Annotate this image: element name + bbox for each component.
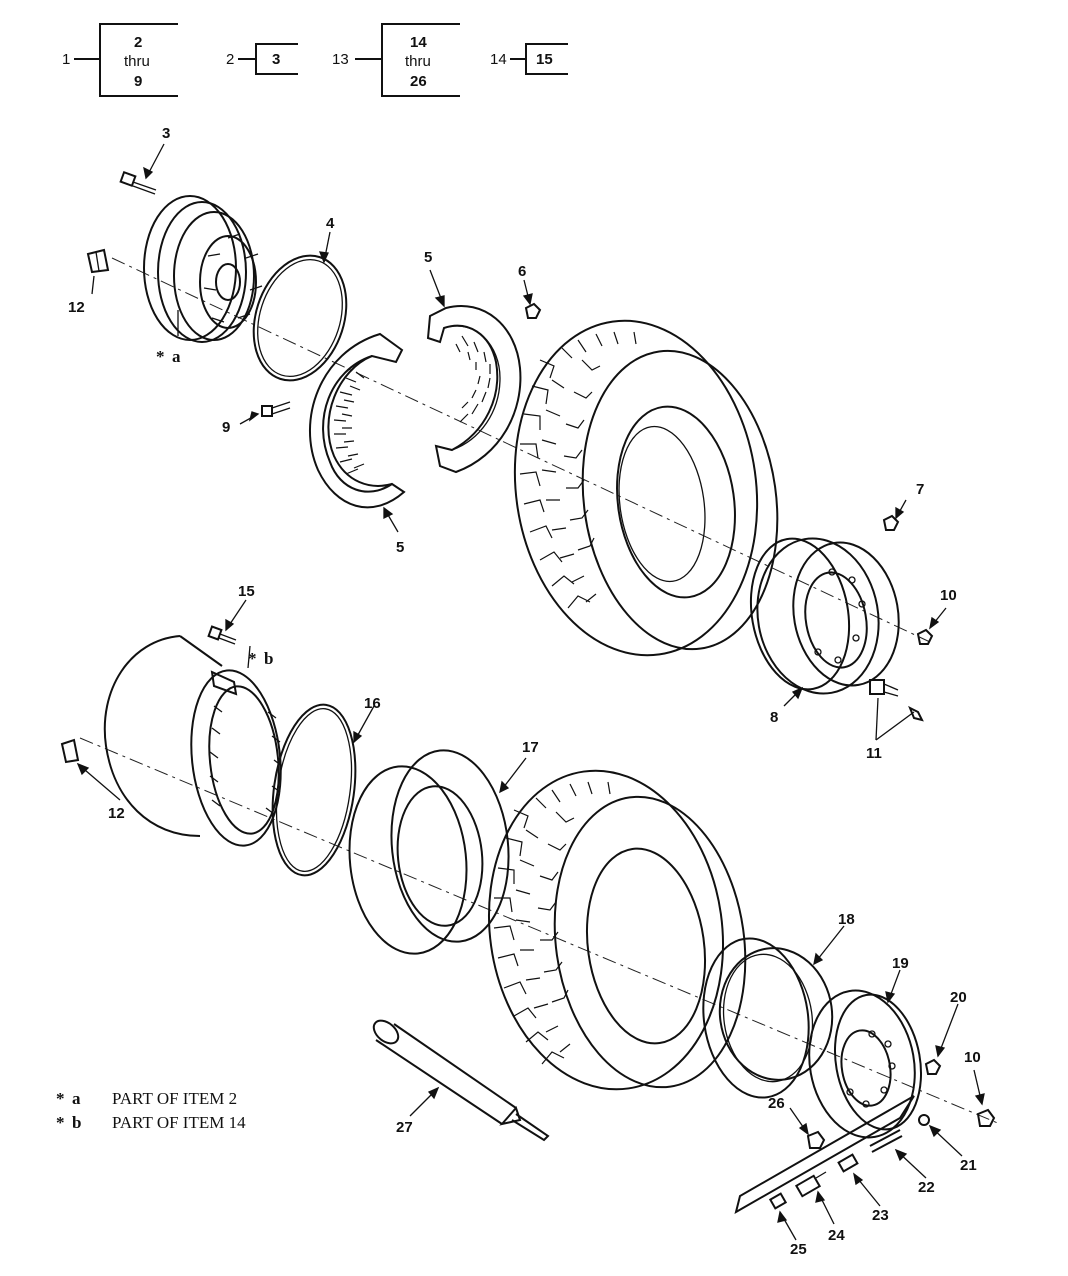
legend-parent-label: 2 <box>226 51 234 68</box>
callout-22: 22 <box>918 1179 935 1196</box>
lower-rim-half <box>103 635 283 847</box>
valve-assembly <box>734 1095 930 1215</box>
callout-20: 20 <box>950 989 967 1006</box>
callout-4: 4 <box>326 215 335 232</box>
lower-centerline <box>79 737 1001 1125</box>
legend-line: thru <box>124 53 150 70</box>
callout-15: 15 <box>238 583 255 600</box>
nut-7 <box>882 514 900 531</box>
wedge-12-upper <box>86 248 110 274</box>
note-a-text: PART OF ITEM 2 <box>112 1089 237 1108</box>
callout-24: 24 <box>828 1227 845 1244</box>
callout-5-lower: 5 <box>396 539 404 556</box>
callout-9: 9 <box>222 419 230 436</box>
callout-10-lower: 10 <box>964 1049 981 1066</box>
callout-12-upper: 12 <box>68 299 85 316</box>
callout-11: 11 <box>866 745 882 762</box>
legend-box-14: 14 15 <box>490 43 568 75</box>
bead-ring-18 <box>702 937 834 1099</box>
sealant-tube-27 <box>372 1019 550 1142</box>
o-ring-16 <box>271 703 357 877</box>
beadlock-half-right <box>426 305 522 474</box>
bolt-3 <box>119 170 157 195</box>
nut-10-upper <box>916 628 934 645</box>
mark-b-letter: b <box>264 649 273 668</box>
note-a-letter: a <box>72 1089 81 1108</box>
cap-21 <box>918 1114 930 1126</box>
callout-25: 25 <box>790 1241 807 1258</box>
callout-7: 7 <box>916 481 924 498</box>
callout-labels: 3 4 5 6 9 5 7 10 8 11 12 12 15 16 17 18 … <box>68 125 981 1258</box>
extension-22 <box>869 1129 903 1153</box>
callout-6: 6 <box>518 263 526 280</box>
note-b-letter: b <box>72 1113 81 1132</box>
note-b-star: * <box>56 1113 65 1132</box>
nut-20 <box>924 1058 942 1075</box>
legend-line: 9 <box>134 73 142 90</box>
callout-19: 19 <box>892 955 909 972</box>
callout-16: 16 <box>364 695 381 712</box>
legend-parent-label: 14 <box>490 51 507 68</box>
callout-8: 8 <box>770 709 778 726</box>
callout-10-upper: 10 <box>940 587 957 604</box>
cap-25 <box>768 1192 788 1210</box>
leader-lines <box>76 143 985 1241</box>
valve-9 <box>261 401 291 417</box>
callout-26: 26 <box>768 1095 785 1112</box>
mark-a-star: * <box>156 347 165 366</box>
note-a-star: * <box>56 1089 65 1108</box>
inner-rim-half <box>143 195 263 343</box>
outer-wheel-19 <box>808 989 923 1139</box>
valve-core-23 <box>837 1153 859 1173</box>
legend-line: thru <box>405 53 431 70</box>
outer-wheel-8 <box>749 537 900 695</box>
wedge-12-lower <box>60 738 80 764</box>
mark-a-letter: a <box>172 347 181 366</box>
legend-box-13: 13 14 thru 26 <box>332 23 460 97</box>
nut-26 <box>806 1130 826 1149</box>
upper-tire <box>513 319 779 657</box>
legend-line: 2 <box>134 34 142 51</box>
callout-23: 23 <box>872 1207 889 1224</box>
valve-stem-24 <box>794 1171 827 1198</box>
nut-10-lower <box>976 1108 996 1127</box>
upper-centerline <box>111 257 931 643</box>
callout-17: 17 <box>522 739 539 756</box>
note-b-text: PART OF ITEM 14 <box>112 1113 246 1132</box>
legend-line: 26 <box>410 73 427 90</box>
o-ring-4 <box>252 254 348 382</box>
callout-27: 27 <box>396 1119 413 1136</box>
legend-line: 14 <box>410 34 427 51</box>
callout-18: 18 <box>838 911 855 928</box>
callout-12-lower: 12 <box>108 805 125 822</box>
legend-box-1: 1 2 thru 9 <box>62 23 178 97</box>
beadlock-half-left <box>309 332 406 509</box>
footnotes: * a PART OF ITEM 2 * b PART OF ITEM 14 <box>56 1089 246 1132</box>
legend-line: 3 <box>272 51 280 68</box>
legend-parent-label: 13 <box>332 51 349 68</box>
lower-tire <box>487 769 747 1091</box>
nut-6 <box>524 302 542 319</box>
valve-11 <box>869 679 924 722</box>
mark-b-star: * <box>248 649 257 668</box>
legend-box-2: 2 3 <box>226 43 298 75</box>
liner-17 <box>348 749 510 955</box>
bolt-15 <box>207 625 237 645</box>
legend-parent-label: 1 <box>62 51 70 68</box>
callout-3: 3 <box>162 125 170 142</box>
legend-line: 15 <box>536 51 553 68</box>
callout-21: 21 <box>960 1157 977 1174</box>
callout-5-upper: 5 <box>424 249 432 266</box>
